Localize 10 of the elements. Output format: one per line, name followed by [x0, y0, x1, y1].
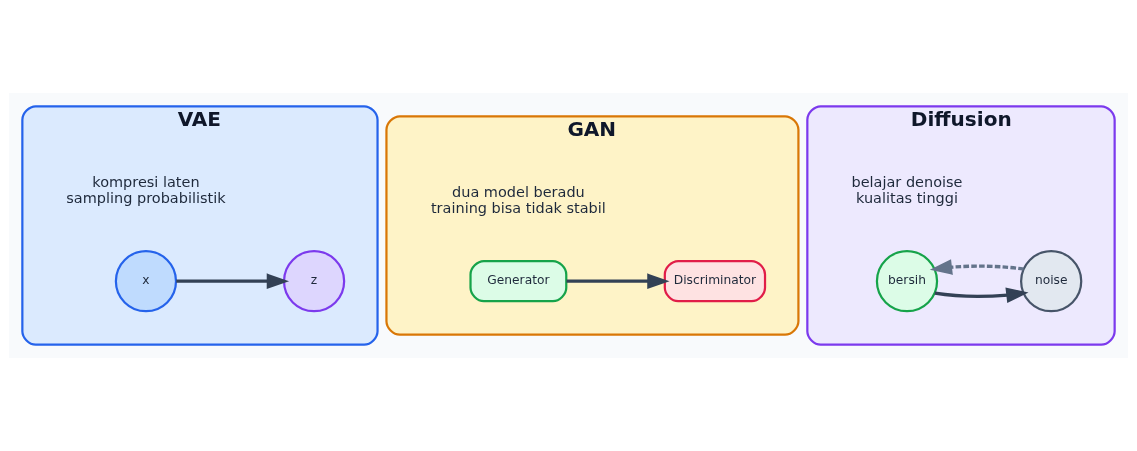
node-box: Generator [469, 260, 568, 303]
arrow [176, 273, 290, 289]
node-circle: x [114, 250, 178, 313]
arrow [934, 287, 1029, 303]
node-circle: noise [1020, 250, 1083, 313]
node-circle: bersih [875, 250, 939, 313]
node-circle: z [282, 250, 346, 313]
arrow [566, 273, 670, 289]
node-box: Discriminator [663, 260, 767, 303]
arrow [929, 259, 1024, 275]
